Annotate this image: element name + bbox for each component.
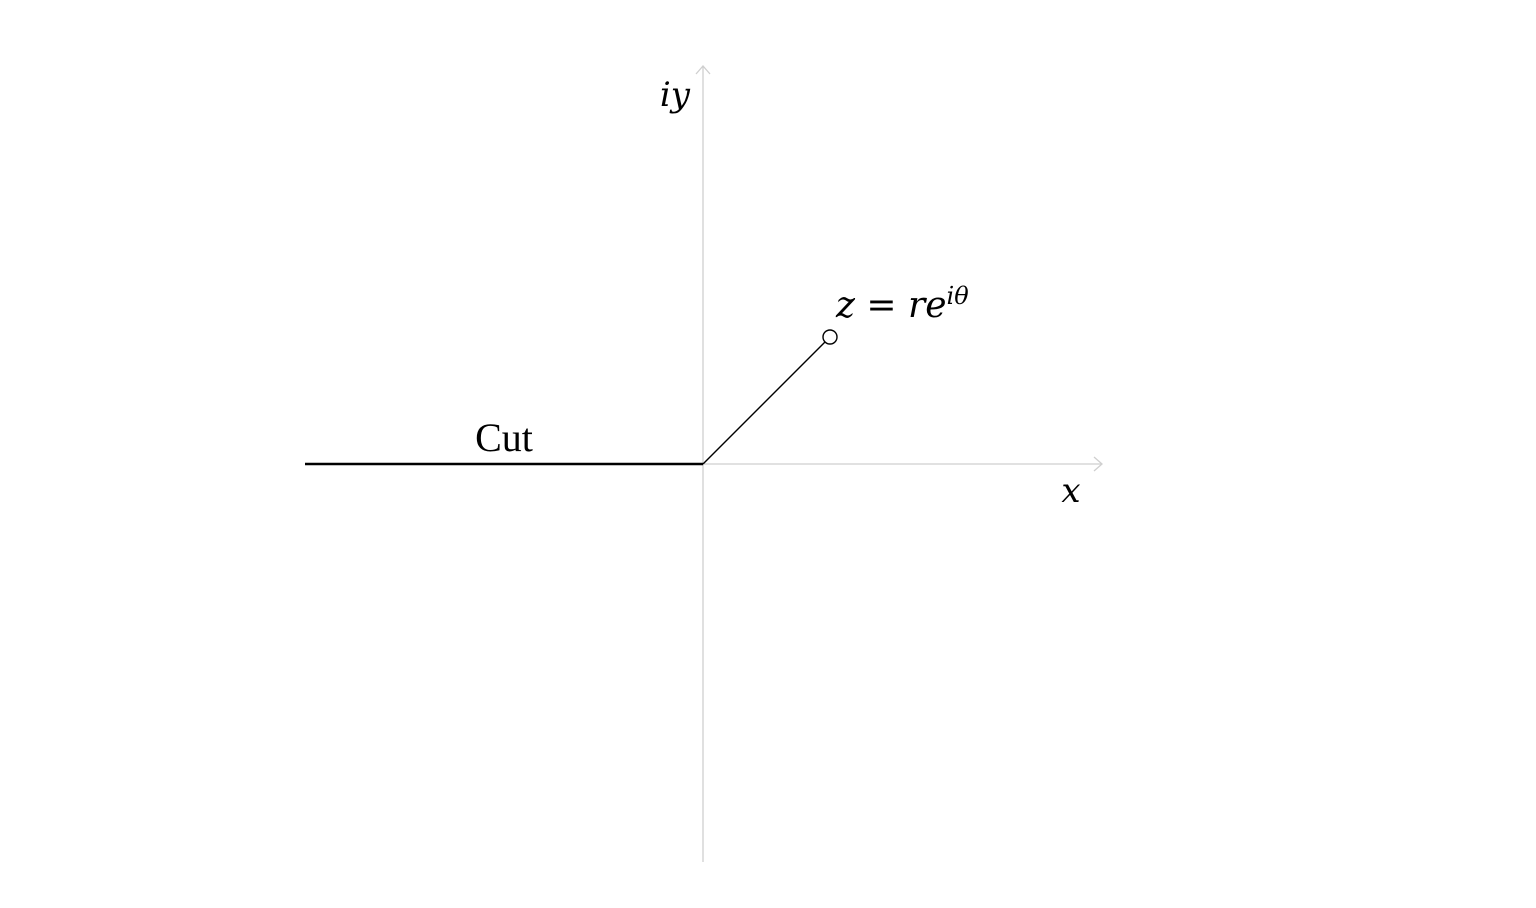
point-z-label: z = reiθ <box>835 282 969 326</box>
x-axis-arrowhead <box>1093 456 1103 472</box>
point-z-label-base: z = re <box>835 285 947 326</box>
point-z-label-exponent: iθ <box>947 282 970 310</box>
point-z-marker <box>822 329 838 345</box>
y-axis-label: iy <box>660 75 691 115</box>
radius-segment <box>702 341 826 465</box>
x-axis-label: x <box>1061 471 1080 511</box>
cut-label: Cut <box>475 415 533 460</box>
y-axis-arrowhead <box>695 65 711 75</box>
